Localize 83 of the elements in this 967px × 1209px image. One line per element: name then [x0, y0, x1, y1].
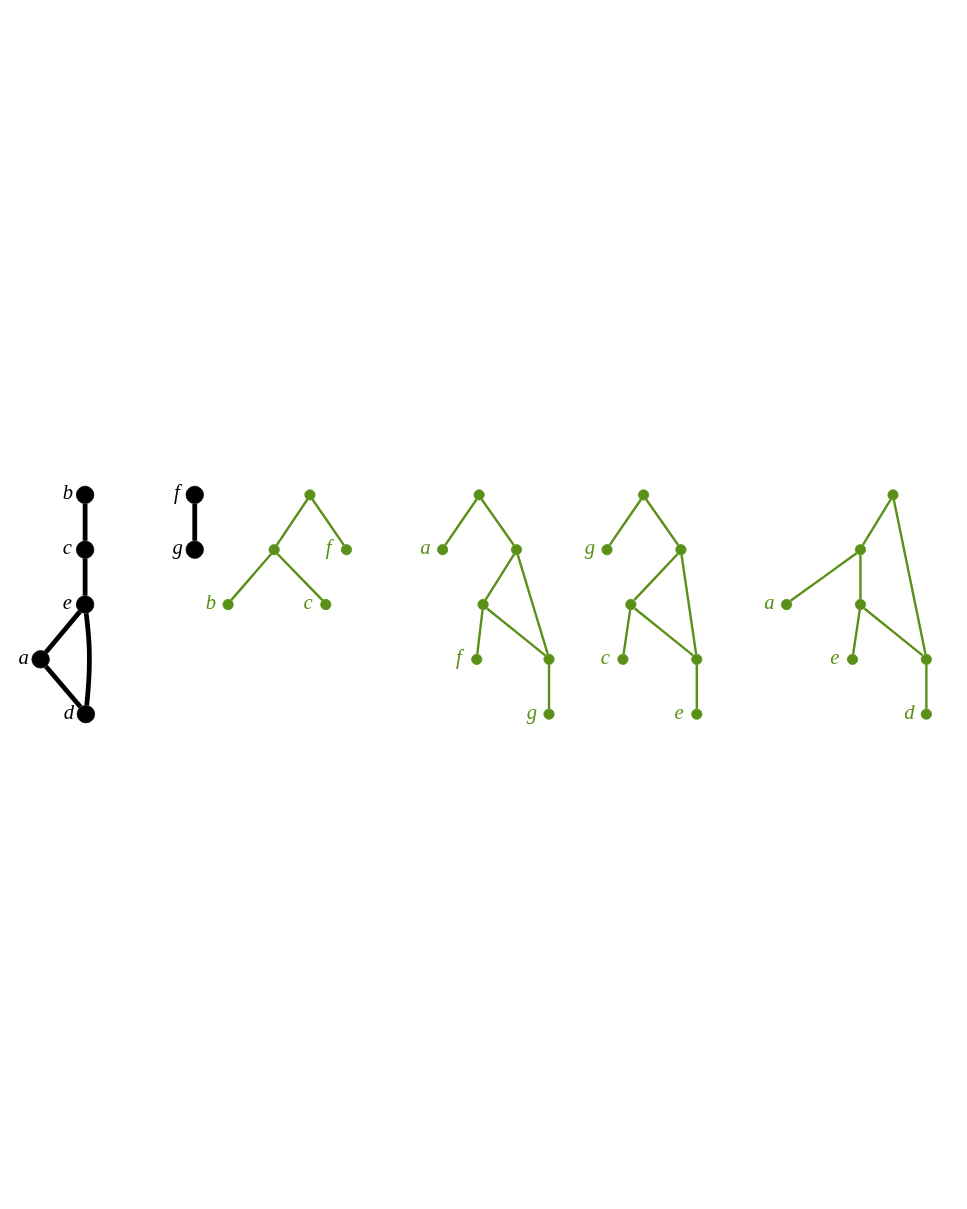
connector [925, 664, 928, 709]
node-label: b [205, 591, 217, 614]
node-circle [437, 544, 449, 556]
connector [444, 498, 478, 546]
node-circle [76, 705, 96, 724]
node-circle [477, 598, 489, 611]
node-circle [75, 595, 95, 614]
node-circle [854, 544, 866, 556]
connector [311, 498, 345, 546]
node-circle [185, 485, 204, 504]
connector [863, 607, 924, 657]
node-circle [222, 598, 234, 611]
node-circle [473, 489, 485, 501]
node-label: b [62, 481, 74, 504]
connector [275, 498, 309, 546]
node-label: g [584, 536, 596, 559]
connector [276, 553, 324, 602]
node-label: e [830, 645, 840, 668]
node-circle [543, 708, 555, 720]
connector [486, 607, 546, 657]
node-label: e [62, 591, 73, 614]
connector [230, 553, 273, 601]
node-circle [691, 653, 703, 665]
connector [859, 555, 862, 600]
node-circle [471, 653, 483, 665]
node-circle [304, 489, 316, 501]
node-circle [854, 598, 866, 611]
node-label: g [526, 700, 538, 723]
connector [622, 609, 632, 655]
node-circle [781, 598, 793, 611]
node-circle [625, 598, 637, 611]
node-circle [691, 708, 703, 720]
node-circle [675, 544, 687, 556]
node-circle [617, 653, 629, 665]
node-circle [638, 489, 650, 501]
connector [680, 554, 698, 655]
connector [44, 664, 83, 709]
connector [634, 607, 694, 657]
node-circle [75, 485, 95, 504]
connector [547, 664, 551, 709]
node-circle [846, 653, 859, 665]
connector [892, 499, 927, 655]
node-label: e [674, 700, 684, 723]
connector [82, 558, 88, 596]
node-label: c [600, 645, 610, 668]
node-circle [920, 653, 932, 665]
connector [476, 609, 484, 655]
node-label: d [63, 700, 74, 723]
connector [861, 498, 892, 546]
node-label: c [303, 591, 313, 614]
connector [608, 498, 642, 546]
node-circle [31, 650, 50, 669]
node-circle [320, 598, 332, 611]
node-circle [340, 544, 353, 556]
node-label: d [904, 700, 915, 723]
node-circle [887, 489, 899, 501]
node-circle [510, 544, 523, 556]
node-label: f [456, 645, 462, 668]
node-label: a [764, 591, 775, 614]
node-circle [543, 653, 555, 665]
node-label: f [325, 536, 332, 559]
connector [852, 609, 861, 655]
connector [480, 498, 515, 546]
node-circle [920, 708, 932, 720]
node-label: a [18, 645, 29, 668]
connector [484, 553, 516, 601]
node-circle [268, 544, 280, 556]
connector [789, 552, 858, 602]
connector [516, 554, 549, 655]
node-label: c [62, 536, 73, 559]
connector [83, 613, 92, 706]
node-label: f [174, 481, 180, 504]
connector [645, 498, 680, 546]
node-label: a [420, 536, 431, 559]
node-circle [601, 544, 613, 556]
node-label: g [172, 536, 183, 559]
node-circle [75, 540, 95, 559]
connector [695, 664, 698, 709]
connector [192, 503, 198, 541]
connector [44, 610, 82, 654]
connector [82, 503, 88, 541]
connector [633, 553, 679, 601]
node-circle [185, 540, 204, 559]
